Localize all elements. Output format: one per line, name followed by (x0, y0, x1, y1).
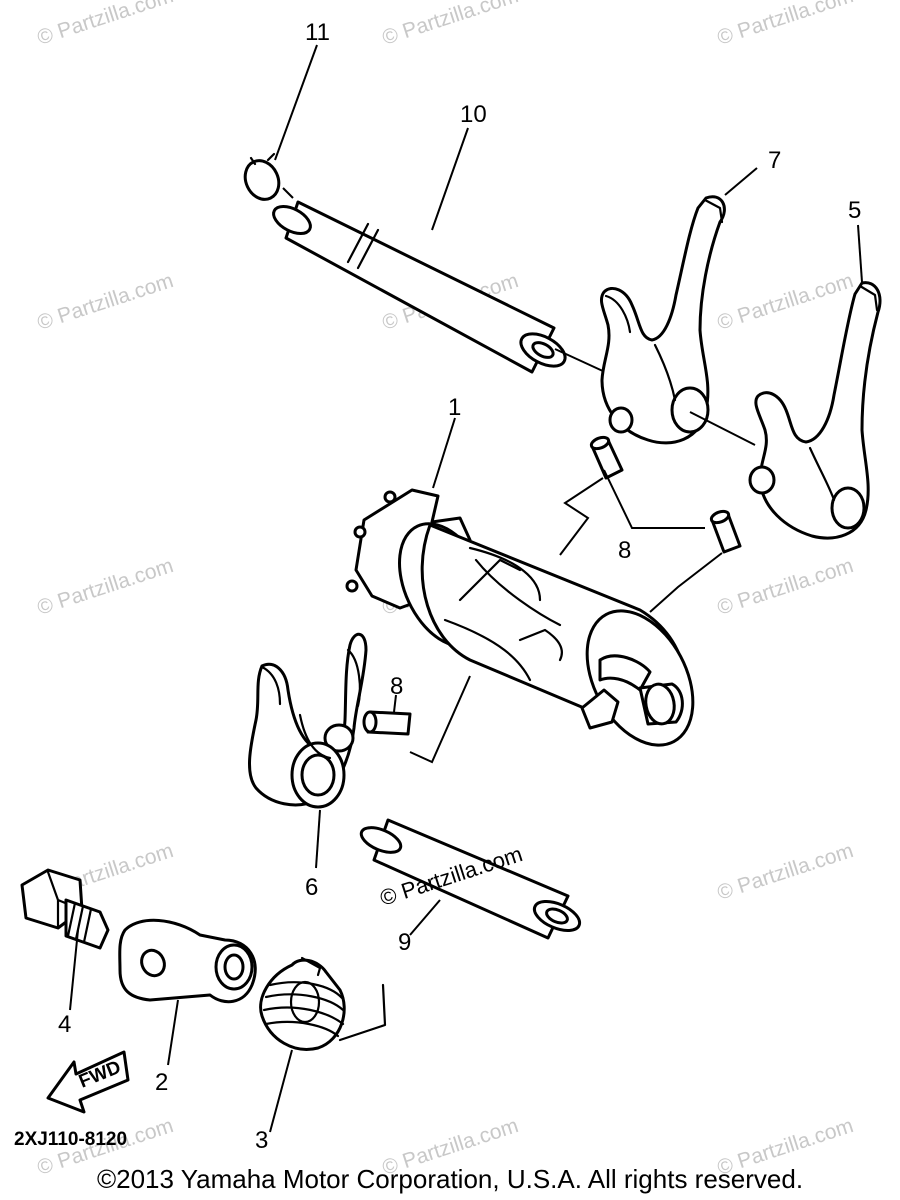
part-4-bolt (20, 868, 110, 950)
part-5-shift-fork (689, 281, 882, 540)
callout-7: 7 (768, 147, 781, 174)
part-3-spring (259, 956, 387, 1051)
watermark: © Partzilla.com (714, 0, 856, 50)
callout-11: 11 (305, 19, 330, 46)
callout-8-lower: 8 (390, 673, 403, 700)
callout-5: 5 (848, 197, 861, 224)
part-11-circlip (243, 152, 281, 201)
callout-3: 3 (255, 1127, 268, 1154)
fwd-arrow-icon: FWD (46, 1050, 130, 1114)
part-8-guide-pins (559, 435, 742, 613)
callout-2: 2 (155, 1069, 168, 1096)
diagram-code: 2XJ110-8120 (14, 1129, 127, 1150)
part-9-shaft (359, 818, 582, 940)
watermark: © Partzilla.com (34, 0, 176, 50)
callout-4: 4 (58, 1011, 71, 1038)
part-7-shift-fork (600, 195, 726, 445)
watermark: © Partzilla.com (714, 269, 856, 335)
watermark: © Partzilla.com (714, 839, 856, 905)
part-10-shaft (272, 187, 606, 374)
part-8-guide-pin-lower (362, 675, 471, 764)
callout-numbers: 11 10 7 5 1 8 8 6 9 4 2 3 (58, 19, 861, 1154)
watermark: © Partzilla.com (34, 554, 176, 620)
callout-leaders (69, 44, 863, 1133)
callout-1: 1 (448, 394, 461, 421)
watermark: © Partzilla.com (714, 554, 856, 620)
callout-10: 10 (460, 101, 487, 128)
callout-6: 6 (305, 874, 318, 901)
part-6-shift-fork (247, 632, 368, 809)
watermark: © Partzilla.com (34, 269, 176, 335)
part-1-shift-cam (345, 488, 695, 747)
copyright-notice: ©2013 Yamaha Motor Corporation, U.S.A. A… (97, 1164, 803, 1194)
part-2-stopper-lever (118, 918, 257, 1004)
callout-9: 9 (398, 929, 411, 956)
watermark: © Partzilla.com (379, 0, 521, 50)
callout-8-upper: 8 (618, 537, 631, 564)
